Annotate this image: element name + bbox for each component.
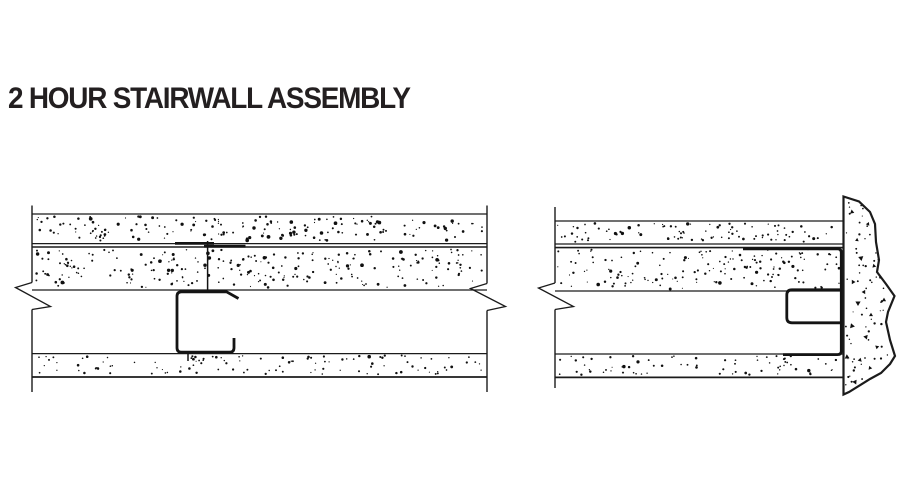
- c-stud: [175, 290, 240, 354]
- right-wall-to-concrete-detail: [536, 194, 897, 397]
- break-line-left: [13, 281, 53, 311]
- concrete-texture: [844, 200, 890, 388]
- gypsum-face-layer-1-texture: [36, 215, 483, 243]
- left-wall-section-detail: [13, 205, 508, 392]
- left-wall-boundary-lines: [31, 205, 488, 392]
- gypsum-face-layer-1-texture: [557, 222, 833, 243]
- gypsum-liner-layer-texture: [558, 355, 838, 376]
- break-line-left: [536, 282, 576, 311]
- gypsum-face-layer-2-texture: [35, 248, 483, 289]
- gypsum-liner-layer-texture: [38, 354, 482, 376]
- j-runner-track: [743, 247, 843, 356]
- concrete-abutment: [842, 194, 897, 397]
- right-wall-boundary-lines: [554, 207, 843, 388]
- end-stud: [785, 288, 841, 325]
- gypsum-face-layer-2-texture: [557, 248, 841, 291]
- page-title: 2 HOUR STAIRWALL ASSEMBLY: [8, 82, 411, 115]
- break-line-right: [468, 282, 508, 312]
